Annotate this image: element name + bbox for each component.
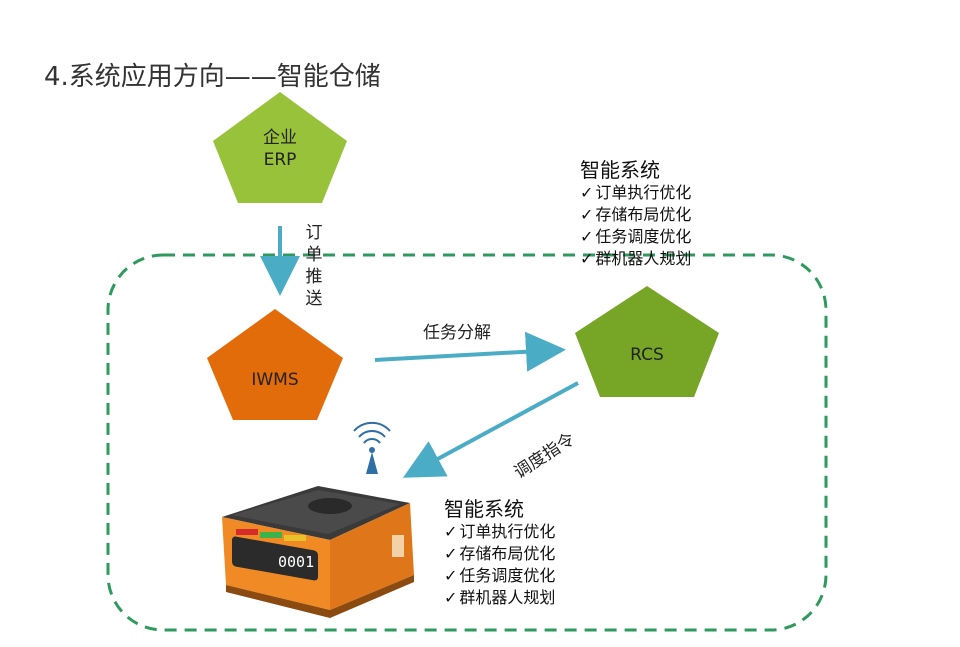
erp-label-line2: ERP (263, 150, 297, 170)
agv-robot-icon (222, 486, 414, 618)
order-push-char: 单 (305, 245, 323, 265)
system-info-top: 智能系统 订单执行优化 存储布局优化 任务调度优化 群机器人规划 (580, 158, 691, 270)
system-top-title: 智能系统 (580, 158, 660, 182)
list-item: 订单执行优化 (580, 182, 691, 204)
system-bottom-list: 订单执行优化 存储布局优化 任务调度优化 群机器人规划 (444, 521, 555, 609)
robot-display-number: 0001 (278, 553, 315, 571)
erp-label-line1: 企业 (263, 128, 297, 148)
arrow-task-split (374, 331, 566, 372)
system-info-bottom: 智能系统 订单执行优化 存储布局优化 任务调度优化 群机器人规划 (444, 497, 555, 609)
erp-node (213, 92, 347, 203)
edge-label-order-push: 订 单 推 送 (303, 222, 325, 310)
system-bottom-title: 智能系统 (444, 497, 524, 521)
iwms-node (207, 309, 343, 420)
edge-label-task-split: 任务分解 (423, 323, 491, 343)
order-push-char: 订 (305, 223, 323, 243)
system-boundary (106, 253, 828, 632)
list-item: 订单执行优化 (444, 521, 555, 543)
iwms-label: IWMS (251, 370, 299, 390)
erp-label: 企业 ERP (240, 127, 320, 171)
list-item: 群机器人规划 (444, 587, 555, 609)
list-item: 存储布局优化 (444, 543, 555, 565)
wireless-signal-icon (353, 421, 391, 474)
order-push-char: 送 (305, 289, 323, 309)
list-item: 存储布局优化 (580, 204, 691, 226)
list-item: 群机器人规划 (580, 248, 691, 270)
system-top-list: 订单执行优化 存储布局优化 任务调度优化 群机器人规划 (580, 182, 691, 270)
arrow-dispatch (402, 381, 579, 478)
page-title: 4.系统应用方向——智能仓储 (44, 62, 381, 92)
rcs-label: RCS (630, 345, 664, 365)
rcs-node (575, 286, 719, 397)
list-item: 任务调度优化 (580, 226, 691, 248)
list-item: 任务调度优化 (444, 565, 555, 587)
order-push-char: 推 (305, 267, 323, 287)
